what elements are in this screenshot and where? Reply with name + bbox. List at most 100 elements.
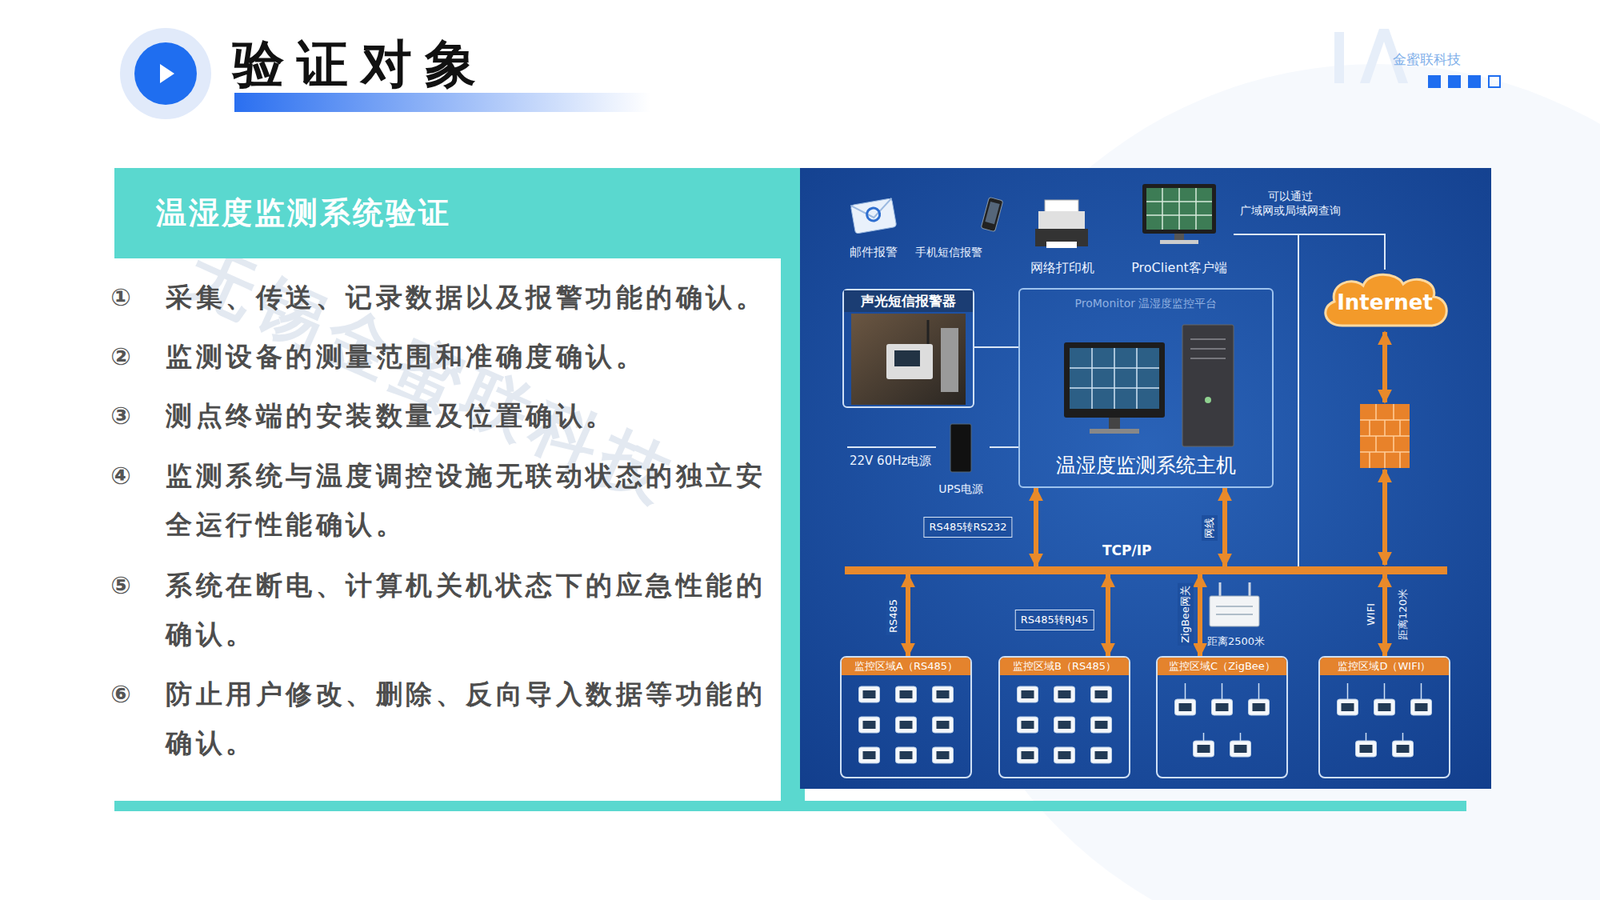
sensor-icon bbox=[1091, 747, 1112, 764]
zigbee-gateway bbox=[1209, 582, 1260, 627]
sensor-body bbox=[1392, 740, 1414, 757]
envelope-flap bbox=[850, 198, 895, 222]
sensor-display bbox=[936, 690, 950, 699]
logo-text: 金蜜联科技 bbox=[1392, 51, 1461, 68]
edge-label: 网线 bbox=[1201, 515, 1218, 541]
list-number: ⑤ bbox=[110, 560, 131, 610]
node-label: 监控区域A（RS485） bbox=[841, 657, 971, 676]
sensor-icon bbox=[1374, 683, 1396, 716]
sensor-icon bbox=[1017, 716, 1039, 733]
internet-cloud: Internet bbox=[1318, 269, 1452, 331]
node-label: 手机短信报警 bbox=[915, 245, 983, 260]
title-icon-ring bbox=[120, 28, 212, 120]
sensor-icon bbox=[1230, 732, 1252, 757]
panel-bottom-bar bbox=[114, 800, 1467, 812]
sensor-icon bbox=[896, 686, 917, 703]
sensor-icon bbox=[1337, 683, 1359, 716]
monitor-stand bbox=[1108, 417, 1120, 429]
sensor-icon bbox=[1054, 686, 1076, 703]
sensor-body bbox=[1175, 699, 1196, 716]
sensor-display bbox=[863, 751, 876, 760]
note-text: 可以通过 广域网或局域网查询 bbox=[1230, 188, 1351, 218]
edge-label: RS485转RJ45 bbox=[1015, 609, 1095, 631]
sensor-wire bbox=[1184, 683, 1187, 700]
sensor-body bbox=[1091, 686, 1112, 703]
power-label: 22V 60Hz电源 bbox=[849, 453, 932, 468]
sensor-display bbox=[1021, 690, 1035, 699]
data-arrow bbox=[1033, 488, 1039, 567]
edge-label: WIFI bbox=[1364, 600, 1378, 628]
sensor-body bbox=[1337, 699, 1359, 716]
printer-icon bbox=[1035, 200, 1088, 248]
sensor-icon bbox=[932, 686, 954, 703]
at-symbol bbox=[865, 207, 881, 223]
list-item-text: 防止用户修改、删除、反向导入数据等功能的确认。 bbox=[165, 669, 778, 768]
diagram-background bbox=[800, 168, 1492, 789]
zone-box: 监控区域B（RS485） bbox=[998, 656, 1131, 779]
alarm-display bbox=[894, 350, 920, 367]
monitor-screen bbox=[1146, 188, 1212, 230]
sensor-body bbox=[859, 686, 880, 703]
sensor-body bbox=[1017, 716, 1039, 733]
sensor-display bbox=[863, 690, 876, 699]
distance-label: 距离2500米 bbox=[1207, 635, 1265, 648]
internet-firewall-arrow bbox=[1382, 332, 1388, 403]
firewall-bricks bbox=[1360, 404, 1410, 468]
title-underline bbox=[234, 92, 651, 112]
sensor-display bbox=[1378, 703, 1392, 712]
client-node: ProClient客户端 bbox=[1124, 177, 1234, 277]
monitor-base bbox=[1089, 428, 1140, 434]
connector-line bbox=[989, 446, 1019, 448]
sensor-body bbox=[1054, 747, 1076, 764]
node-label: 邮件报警 bbox=[849, 244, 898, 260]
title-icon bbox=[134, 42, 197, 105]
sensor-display bbox=[1341, 703, 1355, 712]
list-number: ① bbox=[110, 272, 131, 322]
sensor-display bbox=[1216, 703, 1229, 712]
sensor-body bbox=[1230, 740, 1252, 757]
printer-top bbox=[1038, 211, 1085, 231]
gateway-vents bbox=[1216, 606, 1253, 615]
sensor-display bbox=[1095, 690, 1108, 699]
node-label: ProClient客户端 bbox=[1131, 260, 1228, 276]
list-number: ③ bbox=[110, 391, 131, 440]
sensor-icon bbox=[1054, 747, 1076, 764]
envelope-body bbox=[850, 198, 896, 234]
list-item-text: 采集、传送、记录数据以及报警功能的确认。 bbox=[165, 272, 778, 322]
envelope-icon bbox=[850, 198, 896, 234]
logo-square bbox=[1428, 75, 1441, 88]
sensor-body bbox=[859, 716, 880, 733]
email-alarm-node: 邮件报警 bbox=[840, 190, 908, 261]
sensor-icon bbox=[932, 747, 954, 764]
sensor-body bbox=[1017, 686, 1039, 703]
sensor-body bbox=[896, 747, 917, 764]
sensor-icon bbox=[1248, 683, 1270, 716]
edge-label: ZigBee网关 bbox=[1177, 583, 1194, 646]
sensor-icon bbox=[1091, 686, 1112, 703]
printer-node: 网络打印机 bbox=[1024, 190, 1101, 277]
node-label: 监控区域D（WIFI） bbox=[1320, 657, 1449, 676]
sensor-display bbox=[1095, 751, 1108, 760]
monitor-base bbox=[1160, 240, 1199, 244]
ups-node: UPS电源 bbox=[932, 420, 990, 498]
list-item-text: 监测设备的测量范围和准确度确认。 bbox=[165, 332, 778, 381]
connector-line bbox=[1233, 234, 1385, 270]
tcpip-bus: TCP/IP bbox=[844, 566, 1448, 575]
alarm-unit bbox=[886, 344, 933, 380]
monitor-stand bbox=[1174, 233, 1184, 240]
sensor-icon bbox=[1392, 732, 1414, 757]
sensor-display bbox=[1252, 703, 1266, 712]
sensor-display bbox=[936, 720, 950, 729]
host-box: ProMonitor 温湿度监控平台温湿度监测系统主机 bbox=[1018, 288, 1274, 488]
sensor-display bbox=[1415, 703, 1428, 712]
edge-label: RS485 bbox=[886, 596, 900, 636]
phone-screen bbox=[984, 201, 1000, 224]
host-computer bbox=[1064, 324, 1234, 447]
sensor-body bbox=[1248, 699, 1270, 716]
platform-name: ProMonitor 温湿度监控平台 bbox=[1066, 296, 1227, 311]
sensor-icon bbox=[1175, 683, 1196, 716]
node-label: TCP/IP bbox=[1102, 542, 1152, 559]
sensor-icon bbox=[859, 716, 880, 733]
list-number: ⑥ bbox=[110, 669, 131, 719]
edge-label: RS485转RS232 bbox=[923, 516, 1012, 538]
